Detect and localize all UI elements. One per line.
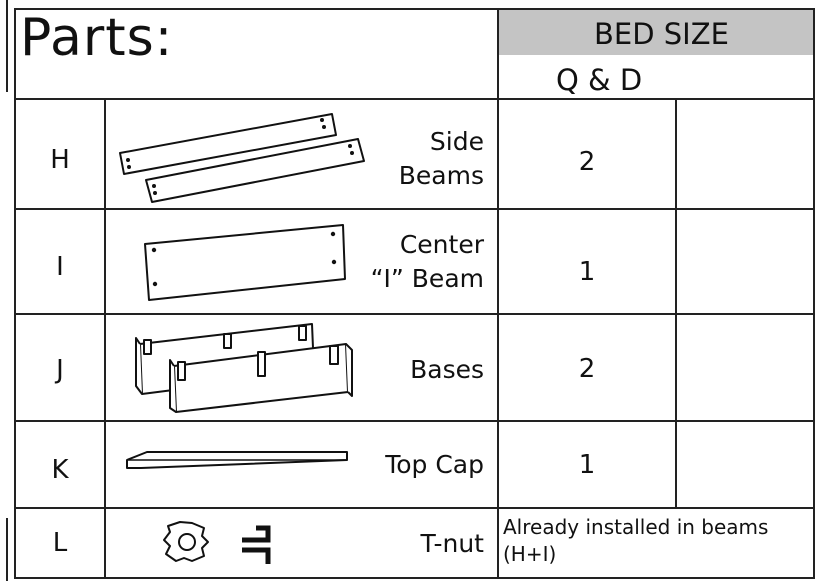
t-nut-icon <box>163 521 271 564</box>
part-letter-l: L <box>52 528 68 558</box>
size-column-header: Q & D <box>556 63 643 97</box>
part-name-line: Beams <box>398 160 484 190</box>
part-name-line: Center <box>399 230 484 259</box>
parts-table-frame <box>14 8 815 579</box>
page-title: Parts: <box>20 8 174 68</box>
part-letter-j: J <box>56 355 64 385</box>
qty-side-beams: 2 <box>578 147 596 177</box>
column-divider <box>104 98 106 579</box>
part-letter-i: I <box>56 252 64 282</box>
column-divider <box>675 98 677 507</box>
top-cap-icon <box>126 451 348 469</box>
part-name-top-cap: Top Cap <box>385 450 484 479</box>
row-divider <box>14 313 815 315</box>
bed-size-header: BED SIZE <box>594 17 729 51</box>
bases-icon <box>135 323 353 413</box>
page-edge-line-bottom <box>6 518 8 581</box>
part-letter-h: H <box>50 145 70 175</box>
bed-size-header-bg <box>499 10 813 55</box>
center-beam-icon <box>144 224 346 301</box>
part-name-bases: Bases <box>410 355 484 384</box>
qty-bases: 2 <box>578 354 596 384</box>
row-divider <box>14 420 815 422</box>
part-name-line: Side <box>429 127 484 156</box>
qty-center-beam: 1 <box>578 257 596 287</box>
page-edge-line-top <box>6 0 8 92</box>
note-line: (H+I) <box>503 542 557 566</box>
row-divider <box>14 98 815 100</box>
row-divider <box>14 208 815 210</box>
column-divider <box>497 10 499 579</box>
qty-top-cap: 1 <box>578 450 596 480</box>
part-name-side-beams: Side Beams <box>399 125 484 193</box>
t-nut-note: Already installed in beams (H+I) <box>503 514 815 568</box>
note-line: Already installed in beams <box>503 515 769 539</box>
part-name-t-nut: T-nut <box>420 529 485 558</box>
part-letter-k: K <box>51 455 69 485</box>
side-beams-icon <box>119 113 365 203</box>
part-name-line: “I” Beam <box>370 263 484 293</box>
part-name-center-beam: Center “I” Beam <box>371 228 484 296</box>
row-divider <box>14 507 815 509</box>
